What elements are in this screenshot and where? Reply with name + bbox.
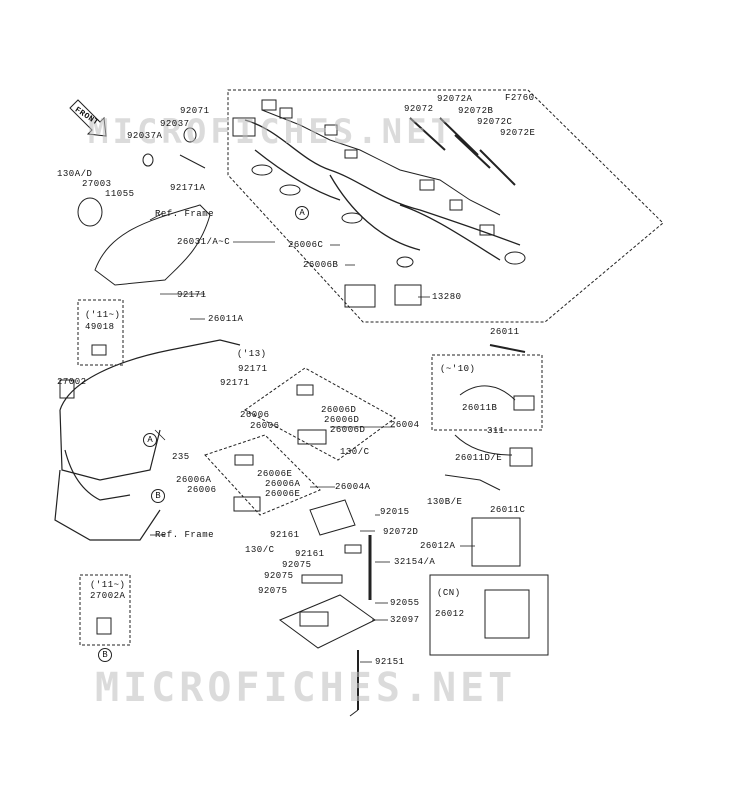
part-92015: 92015: [380, 507, 410, 517]
part-49018: 49018: [85, 322, 115, 332]
part-26031: 26031/A~C: [177, 237, 231, 247]
part-130C-1: 130/C: [340, 447, 370, 457]
note-13: ('13): [237, 349, 267, 359]
part-26006E-2: 26006E: [265, 489, 301, 499]
part-26006B: 26006B: [303, 260, 339, 270]
relay-group-26004A: [204, 434, 321, 516]
part-92055: 92055: [390, 598, 420, 608]
front-arrow: [69, 99, 107, 137]
part-92171A: 92171A: [170, 183, 206, 193]
part-13280: 13280: [432, 292, 462, 302]
frame-top: [94, 204, 211, 286]
part-92161-b: 92161: [295, 549, 325, 559]
ref-circle-b-2: B: [98, 648, 112, 662]
part-92037A: 92037A: [127, 131, 163, 141]
part-92161-a: 92161: [270, 530, 300, 540]
battery-26012A: [471, 517, 521, 567]
part-130B-E: 130B/E: [427, 497, 463, 507]
ref-circle-b-1: B: [151, 489, 165, 503]
part-92075-c: 92075: [258, 586, 288, 596]
part-26006-c: 26006: [187, 485, 217, 495]
part-92171-c: 92171: [220, 378, 250, 388]
part-92072: 92072: [404, 104, 434, 114]
ref-frame-top: Ref. Frame: [155, 209, 215, 219]
part-92072D: 92072D: [383, 527, 419, 537]
part-26006E-1: 26006E: [257, 469, 293, 479]
part-92072C: 92072C: [477, 117, 513, 127]
battery-26012: [484, 589, 530, 639]
main-harness: [244, 119, 521, 261]
part-26006D-2: 26006D: [324, 415, 360, 425]
part-26006D-3: 26006D: [330, 425, 366, 435]
part-26006A-1: 26006A: [176, 475, 212, 485]
part-26011: 26011: [490, 327, 520, 337]
note-10: (~'10): [440, 364, 476, 374]
part-26006-b: 26006: [250, 421, 280, 431]
part-26011D-E: 26011D/E: [455, 453, 503, 463]
part-26006A-2: 26006A: [265, 479, 301, 489]
harness-group-frame: [227, 89, 664, 323]
part-92075-a: 92075: [282, 560, 312, 570]
part-311: 311: [487, 426, 505, 436]
part-92072A: 92072A: [437, 94, 473, 104]
part-130C-2: 130/C: [245, 545, 275, 555]
part-92075-b: 92075: [264, 571, 294, 581]
note-cn: (CN): [437, 588, 461, 598]
part-26004: 26004: [390, 420, 420, 430]
part-26006-a: 26006: [240, 410, 270, 420]
part-92037: 92037: [160, 119, 190, 129]
part-32154-A: 32154/A: [394, 557, 436, 567]
note-11-a: ('11~): [85, 310, 121, 320]
part-26004A: 26004A: [335, 482, 371, 492]
part-27003: 27003: [82, 179, 112, 189]
part-32097: 32097: [390, 615, 420, 625]
watermark-bottom: MICROFICHES.NET: [95, 665, 517, 711]
part-92072E: 92072E: [500, 128, 536, 138]
part-92071: 92071: [180, 106, 210, 116]
part-92072B: 92072B: [458, 106, 494, 116]
part-26012: 26012: [435, 609, 465, 619]
part-26011B: 26011B: [462, 403, 498, 413]
part-235: 235: [172, 452, 190, 462]
ref-frame-bottom: Ref. Frame: [155, 530, 215, 540]
part-26011C: 26011C: [490, 505, 526, 515]
part-130A-D: 130A/D: [57, 169, 93, 179]
part-92151: 92151: [375, 657, 405, 667]
note-11-b: ('11~): [90, 580, 126, 590]
part-26011A: 26011A: [208, 314, 244, 324]
part-92171-b: 92171: [238, 364, 268, 374]
part-26012A: 26012A: [420, 541, 456, 551]
ref-circle-a-2: A: [143, 433, 157, 447]
part-26006D-1: 26006D: [321, 405, 357, 415]
part-26006C: 26006C: [288, 240, 324, 250]
relay-group-26004: [244, 367, 396, 461]
part-11055: 11055: [105, 189, 135, 199]
ref-circle-a-1: A: [295, 206, 309, 220]
part-27002A: 27002A: [90, 591, 126, 601]
part-92171-a: 92171: [177, 290, 207, 300]
watermark-top: MICROFICHES.NET: [88, 112, 456, 152]
figure-code: F2760: [505, 93, 535, 103]
part-27002: 27002: [57, 377, 87, 387]
